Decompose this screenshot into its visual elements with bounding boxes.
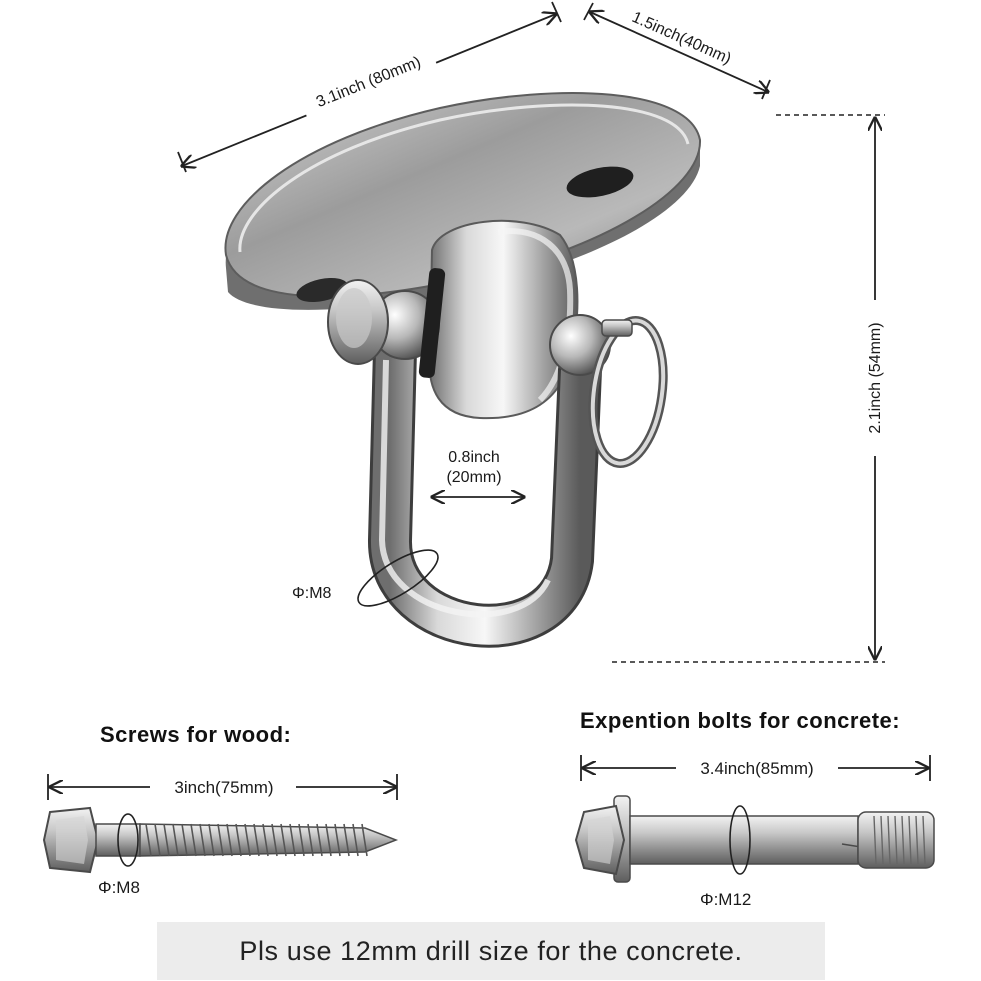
shackle-gap-label-in: 0.8inch <box>448 449 500 466</box>
mounting-plate <box>224 92 702 310</box>
thread-line <box>316 823 323 857</box>
d-shackle <box>327 268 611 648</box>
thread-line <box>208 823 215 857</box>
shackle-diameter-label: Φ:M8 <box>292 585 332 602</box>
thread-line <box>334 823 341 857</box>
knurl-line <box>901 815 905 865</box>
concrete-bolt-heading: Expention bolts for concrete: <box>580 708 901 733</box>
thread-line <box>343 823 350 857</box>
plate-width-label: 1.5inch(40mm) <box>629 9 733 68</box>
thread-line <box>163 823 170 857</box>
thread-line <box>289 823 296 857</box>
thread-line <box>361 823 368 857</box>
thread-line <box>307 823 314 857</box>
thread-line <box>352 823 359 857</box>
thread-line <box>244 823 251 857</box>
wood-screw-diameter-label: Φ:M8 <box>98 878 140 897</box>
thread-line <box>298 823 305 857</box>
dimension-shackle-gap: 0.8inch (20mm) <box>432 449 524 497</box>
knurl-line <box>887 815 891 865</box>
thread-line <box>262 823 269 857</box>
thread-line <box>253 823 260 857</box>
knurl-line <box>894 815 898 865</box>
bolt-sleeve <box>629 815 859 865</box>
thread-line <box>181 823 188 857</box>
thread-line <box>172 823 179 857</box>
thread-line <box>226 823 233 857</box>
thread-line <box>190 823 197 857</box>
wood-screw-heading: Screws for wood: <box>100 722 292 747</box>
height-label: 2.1inch (54mm) <box>867 322 884 433</box>
thread-line <box>145 823 152 857</box>
knurl-line <box>915 815 919 865</box>
dimension-shackle-diameter: Φ:M8 <box>292 549 439 607</box>
thread-line <box>325 823 332 857</box>
knurl-line <box>873 815 877 865</box>
mounting-hole-right <box>566 166 634 198</box>
thread-line <box>235 823 242 857</box>
concrete-bolt-diameter-label: Φ:M12 <box>700 890 751 909</box>
knurl-line <box>908 815 912 865</box>
thread-line <box>199 823 206 857</box>
dimension-plate-width: 1.5inch(40mm) <box>583 0 770 100</box>
thread-line <box>217 823 224 857</box>
expansion-bolt: 3.4inch(85mm) Φ:M12 <box>574 755 935 909</box>
wood-screw-length-label: 3inch(75mm) <box>174 778 273 797</box>
swivel-bracket <box>428 219 579 420</box>
thread-line <box>280 823 287 857</box>
thread-line <box>271 823 278 857</box>
concrete-bolt-length-label: 3.4inch(85mm) <box>700 759 813 778</box>
knurl-line <box>880 815 884 865</box>
knurl-line <box>922 815 926 865</box>
split-ring <box>588 316 668 468</box>
shackle-gap-label-mm: (20mm) <box>446 469 501 486</box>
wood-screw: 3inch(75mm) Φ:M8 <box>42 774 399 897</box>
dimension-height: 2.1inch (54mm) <box>612 114 889 663</box>
thread-line <box>154 823 161 857</box>
drill-size-note: Pls use 12mm drill size for the concrete… <box>157 922 825 980</box>
